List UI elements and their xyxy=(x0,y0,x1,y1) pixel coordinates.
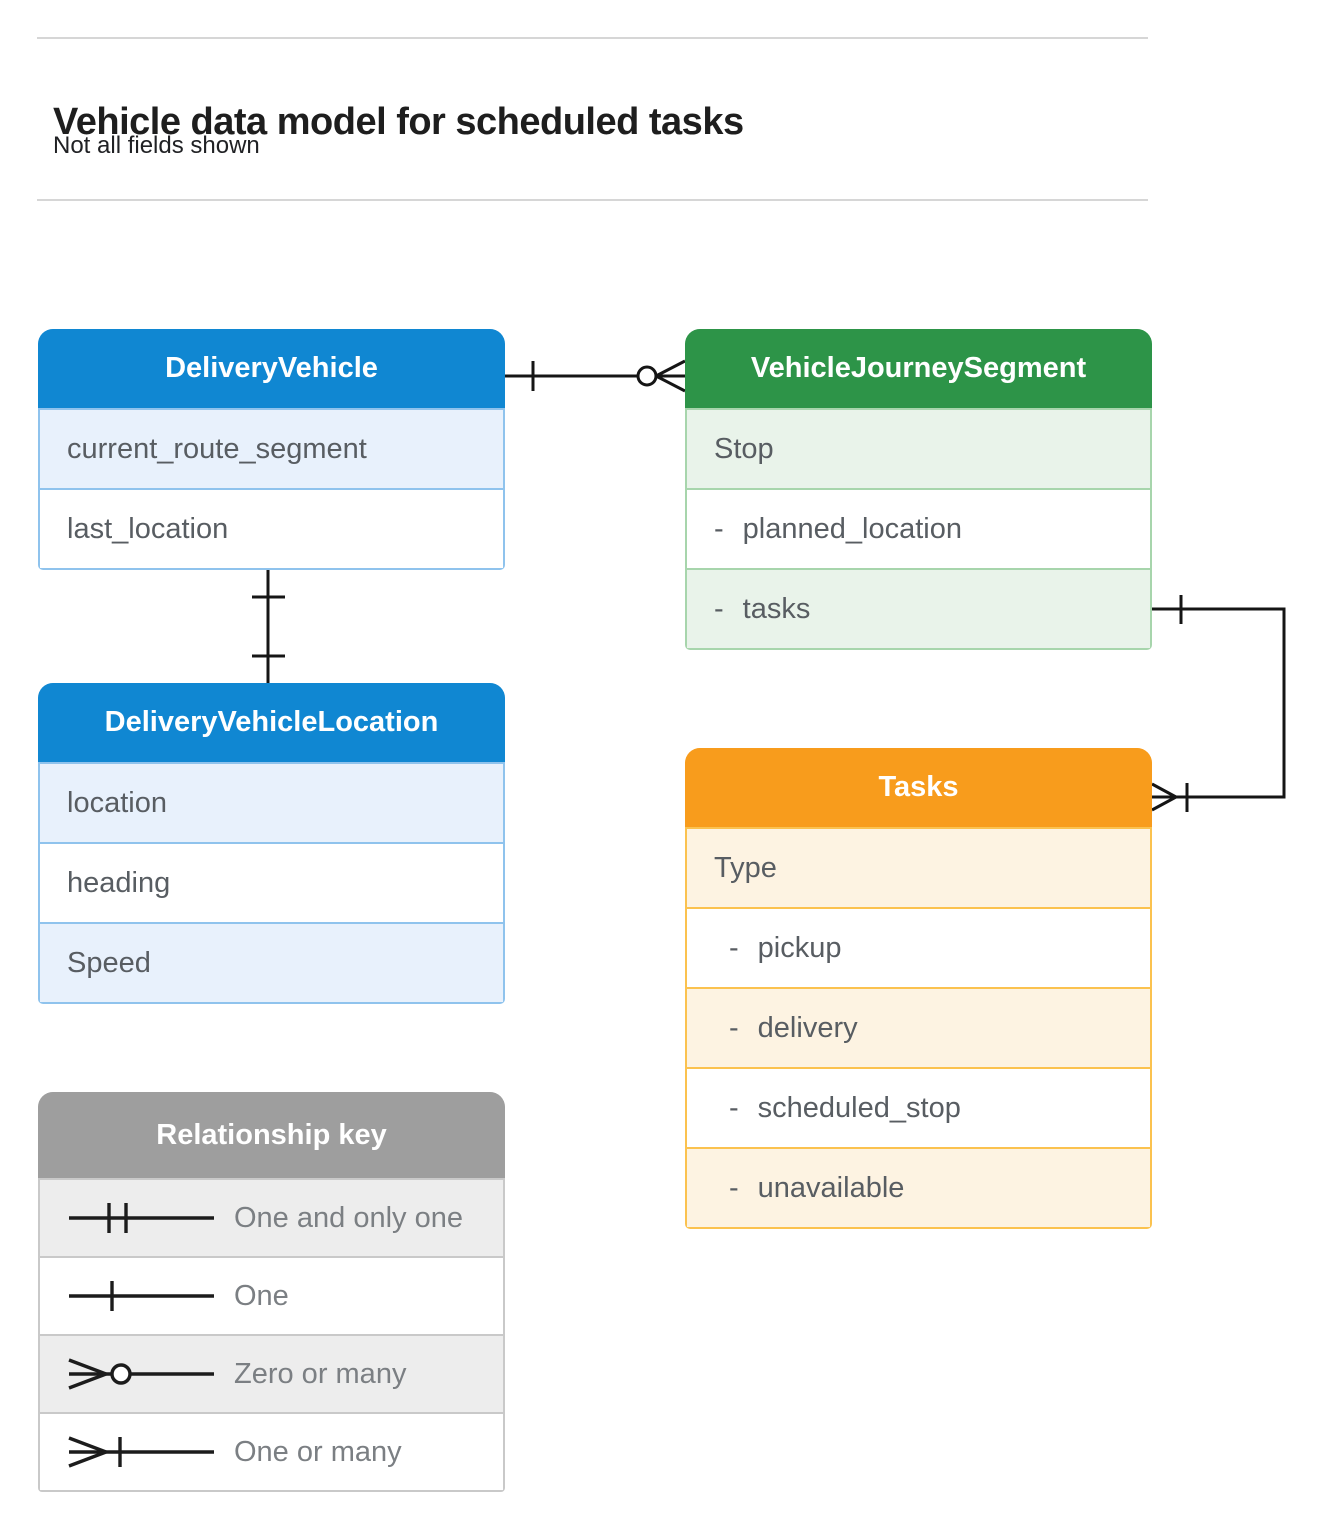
crow-foot-icon xyxy=(655,359,686,378)
top-divider xyxy=(37,37,1148,39)
field-label: Type xyxy=(714,851,777,884)
field-label: delivery xyxy=(757,1011,858,1044)
field-label: Speed xyxy=(67,946,151,979)
legend-label: One and only one xyxy=(234,1201,463,1234)
legend-row: One or many xyxy=(40,1412,503,1490)
field-label: heading xyxy=(67,866,171,899)
legend-row: Zero or many xyxy=(40,1334,503,1412)
entity-title: VehicleJourneySegment xyxy=(685,329,1152,408)
field-bullet: - xyxy=(714,592,724,625)
page-subtitle: Not all fields shown xyxy=(53,132,260,159)
entity-delivery-vehicle: DeliveryVehicle current_route_segment la… xyxy=(38,329,505,570)
field-bullet: - xyxy=(714,512,724,545)
header-divider xyxy=(37,199,1148,201)
field-row: - tasks xyxy=(687,568,1150,648)
entity-title: DeliveryVehicle xyxy=(38,329,505,408)
field-bullet: - xyxy=(729,1171,739,1204)
field-row: current_route_segment xyxy=(40,408,503,488)
field-row: Type xyxy=(687,827,1150,907)
connector-deliveryvehicle-deliveryvehiclelocation xyxy=(252,570,285,683)
legend-label: One xyxy=(234,1279,289,1312)
field-bullet: - xyxy=(729,1011,739,1044)
field-row: Stop xyxy=(687,408,1150,488)
field-label: last_location xyxy=(67,512,229,545)
field-row: - planned_location xyxy=(687,488,1150,568)
field-row: Speed xyxy=(40,922,503,1002)
page-title: Vehicle data model for scheduled tasks xyxy=(53,101,744,144)
legend-row: One xyxy=(40,1256,503,1334)
legend-label: Zero or many xyxy=(234,1357,407,1390)
field-bullet: - xyxy=(729,931,739,964)
relationship-key: Relationship key One and only one One xyxy=(38,1092,505,1492)
field-row: location xyxy=(40,762,503,842)
zero-or-many-icon xyxy=(62,1352,234,1396)
entity-title: Tasks xyxy=(685,748,1152,827)
legend-label: One or many xyxy=(234,1435,402,1468)
legend-title: Relationship key xyxy=(38,1092,505,1178)
one-icon xyxy=(62,1274,234,1318)
crow-foot-icon xyxy=(1151,782,1177,799)
one-and-only-one-icon xyxy=(62,1196,234,1240)
field-row: - scheduled_stop xyxy=(687,1067,1150,1147)
field-label: location xyxy=(67,786,167,819)
legend-row: One and only one xyxy=(40,1178,503,1256)
field-label: scheduled_stop xyxy=(757,1091,961,1124)
entity-delivery-vehicle-location: DeliveryVehicleLocation location heading… xyxy=(38,683,505,1004)
entity-tasks: Tasks Type - pickup - delivery - schedul… xyxy=(685,748,1152,1229)
field-label: current_route_segment xyxy=(67,432,367,465)
field-row: heading xyxy=(40,842,503,922)
entity-vehicle-journey-segment: VehicleJourneySegment Stop - planned_loc… xyxy=(685,329,1152,650)
field-row: - pickup xyxy=(687,907,1150,987)
entity-title: DeliveryVehicleLocation xyxy=(38,683,505,762)
field-label: tasks xyxy=(742,592,811,625)
field-label: pickup xyxy=(757,931,842,964)
field-row: last_location xyxy=(40,488,503,568)
field-label: Stop xyxy=(714,432,774,465)
field-label: planned_location xyxy=(742,512,962,545)
field-bullet: - xyxy=(729,1091,739,1124)
zero-circle-icon xyxy=(636,365,658,387)
connector-vehiclejourneysegment-tasks xyxy=(1151,595,1286,812)
one-or-many-icon xyxy=(62,1430,234,1474)
field-row: - unavailable xyxy=(687,1147,1150,1227)
connector-deliveryvehicle-vehiclejourneysegment xyxy=(505,359,686,393)
field-row: - delivery xyxy=(687,987,1150,1067)
field-label: unavailable xyxy=(757,1171,905,1204)
